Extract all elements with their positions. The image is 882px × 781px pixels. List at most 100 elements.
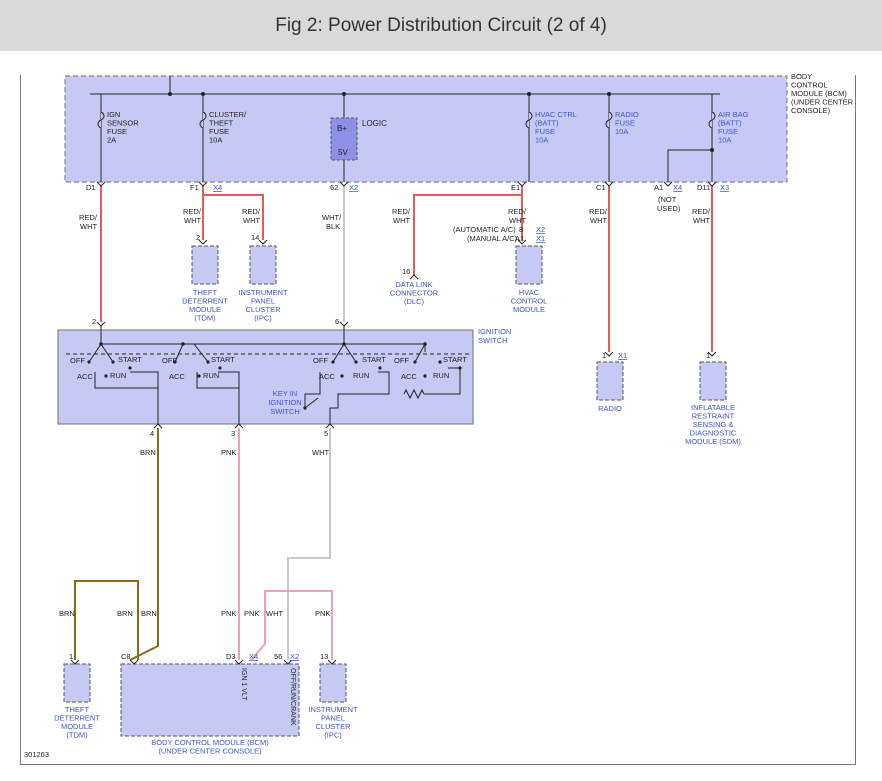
fuse-2-label-3: FUSE — [209, 127, 229, 136]
wire-label-e1-1: RED/ — [508, 207, 527, 216]
wire-label-pnk-mid: PNK — [221, 448, 236, 457]
wire-label-brn-tdm: BRN — [59, 609, 75, 618]
radio-conn[interactable]: X1 — [618, 351, 627, 360]
conn-x4-a1[interactable]: X4 — [673, 183, 682, 192]
g4-start: START — [443, 355, 467, 364]
g2-acc: ACC — [169, 372, 185, 381]
logic-b-plus: B+ — [337, 124, 347, 133]
dlc-pin: 16 — [402, 267, 410, 276]
wire-cluster-ipc — [203, 194, 264, 240]
bcm-conn-x4[interactable]: X4 — [249, 652, 258, 661]
wire-brn — [129, 428, 159, 661]
sdm-label-3: SENSING & — [693, 420, 734, 429]
g3-start: START — [362, 355, 386, 364]
fuse-3-symbol — [525, 111, 533, 129]
bcm-inner-off: OFF/RUN/CRANK — [289, 668, 296, 726]
g2-run: RUN — [203, 371, 219, 380]
pin-a1: A1 — [654, 183, 663, 192]
wire-label-pnk-ipc: PNK — [315, 609, 330, 618]
conn-x2-62[interactable]: X2 — [349, 183, 358, 192]
radio-pin: 1 — [602, 351, 606, 360]
wire-label-62-2: BLK — [326, 222, 340, 231]
fuse-2-label-2: THEFT — [209, 119, 234, 128]
ipc-bottom-label-1: INSTRUMENT — [308, 705, 358, 714]
ipc-mid-label-4: (IPC) — [254, 314, 272, 323]
ipc-bottom-label-4: (IPC) — [324, 731, 342, 740]
key-label-1: KEY IN — [273, 389, 297, 398]
tdm-mid-box — [191, 245, 219, 285]
g4-off: OFF — [394, 356, 409, 365]
hvac-conn-auto[interactable]: X2 — [536, 225, 545, 234]
wire-label-pnk-d3a: PNK — [221, 609, 236, 618]
g1-acc: ACC — [77, 372, 93, 381]
tdm-mid-label-1: THEFT — [193, 288, 218, 297]
tdm-bottom-label-4: (TDM) — [66, 731, 88, 740]
not-used-1: (NOT — [658, 195, 677, 204]
pin-62: 62 — [330, 183, 338, 192]
bcm-conn-x2[interactable]: X2 — [290, 652, 299, 661]
wire-label-d11-2: WHT — [693, 216, 710, 225]
tdm-mid-pin: 2 — [196, 233, 200, 242]
bcm-top-label-5: CONSOLE) — [791, 106, 831, 115]
tdm-bottom-pin: 1 — [69, 652, 73, 661]
logic-box — [330, 117, 358, 161]
fuse-4-symbol — [605, 111, 613, 129]
wire-label-d1-2: WHT — [80, 222, 97, 231]
ign-pin-bottom-3: 3 — [231, 429, 235, 438]
wire-label-f1b-2: WHT — [243, 216, 260, 225]
logic-5v: 5V — [338, 148, 348, 157]
wire-label-f1a-2: WHT — [184, 216, 201, 225]
sdm-label-4: DIAGNOSTIC — [690, 429, 737, 438]
wire-label-wht-mid: WHT — [312, 448, 329, 457]
fuse-3-label-2: (BATT) — [535, 119, 559, 128]
page-title: Fig 2: Power Distribution Circuit (2 of … — [275, 14, 607, 36]
hvac-label-3: MODULE — [513, 305, 545, 314]
ipc-mid-label-2: PANEL — [251, 297, 275, 306]
g2-off: OFF — [162, 356, 177, 365]
dlc-label-2: CONNECTOR — [390, 289, 439, 298]
ignition-label-1: IGNITION — [478, 327, 511, 336]
bcm-top-label-1: BODY — [791, 72, 812, 81]
fuse-1-label-2: SENSOR — [107, 119, 139, 128]
pin-d1: D1 — [86, 183, 96, 192]
fuse-3-label-1: HVAC CTRL — [535, 110, 577, 119]
ipc-mid-label-3: CLUSTER — [245, 305, 281, 314]
fuse-5-label-4: 10A — [718, 136, 731, 145]
hvac-label-1: HVAC — [519, 288, 540, 297]
g1-run: RUN — [110, 371, 126, 380]
conn-x4-f1[interactable]: X4 — [213, 183, 222, 192]
wire-label-pnk-d3b: PNK — [244, 609, 259, 618]
sdm-label-5: MODULE (SDM) — [685, 437, 741, 446]
hvac-box — [515, 245, 543, 285]
ipc-bottom-label-2: PANEL — [321, 714, 345, 723]
wire-label-f1a-1: RED/ — [183, 207, 202, 216]
g3-off: OFF — [313, 356, 328, 365]
tdm-bottom-label-1: THEFT — [65, 705, 90, 714]
fuse-3-label-3: FUSE — [535, 127, 555, 136]
bcm-bottom-box — [120, 663, 300, 737]
fuse-1-label-4: 2A — [107, 136, 116, 145]
fuse-4-label-2: FUSE — [615, 119, 635, 128]
wire-label-brn-c8a: BRN — [117, 609, 133, 618]
wire-label-f1b-1: RED/ — [242, 207, 261, 216]
fuse-5-label-3: FUSE — [718, 127, 738, 136]
g3-acc: ACC — [319, 372, 335, 381]
fuse-2-symbol — [199, 111, 207, 129]
figure-id: 301263 — [24, 750, 49, 759]
g2-start: START — [211, 355, 235, 364]
ipc-bottom-label-3: CLUSTER — [315, 722, 351, 731]
hvac-label-2: CONTROL — [511, 297, 548, 306]
fuse-5-label-1: AIR BAG — [718, 110, 749, 119]
bcm-inner-ign: IGN 1 VLT — [240, 668, 247, 701]
fuse-3-label-4: 10A — [535, 136, 548, 145]
key-label-3: SWITCH — [270, 407, 300, 416]
conn-x3-d11[interactable]: X3 — [720, 183, 729, 192]
bcm-bottom-label-1: BODY CONTROL MODULE (BCM) — [151, 738, 269, 747]
wire-label-dlc-2: WHT — [393, 216, 410, 225]
hvac-pin-manual: A1 — [515, 234, 524, 243]
wire-label-dlc-1: RED/ — [392, 207, 411, 216]
wire-label-d11-1: RED/ — [692, 207, 711, 216]
hvac-conn-manual[interactable]: X1 — [536, 234, 545, 243]
not-used-2: USED) — [657, 204, 681, 213]
